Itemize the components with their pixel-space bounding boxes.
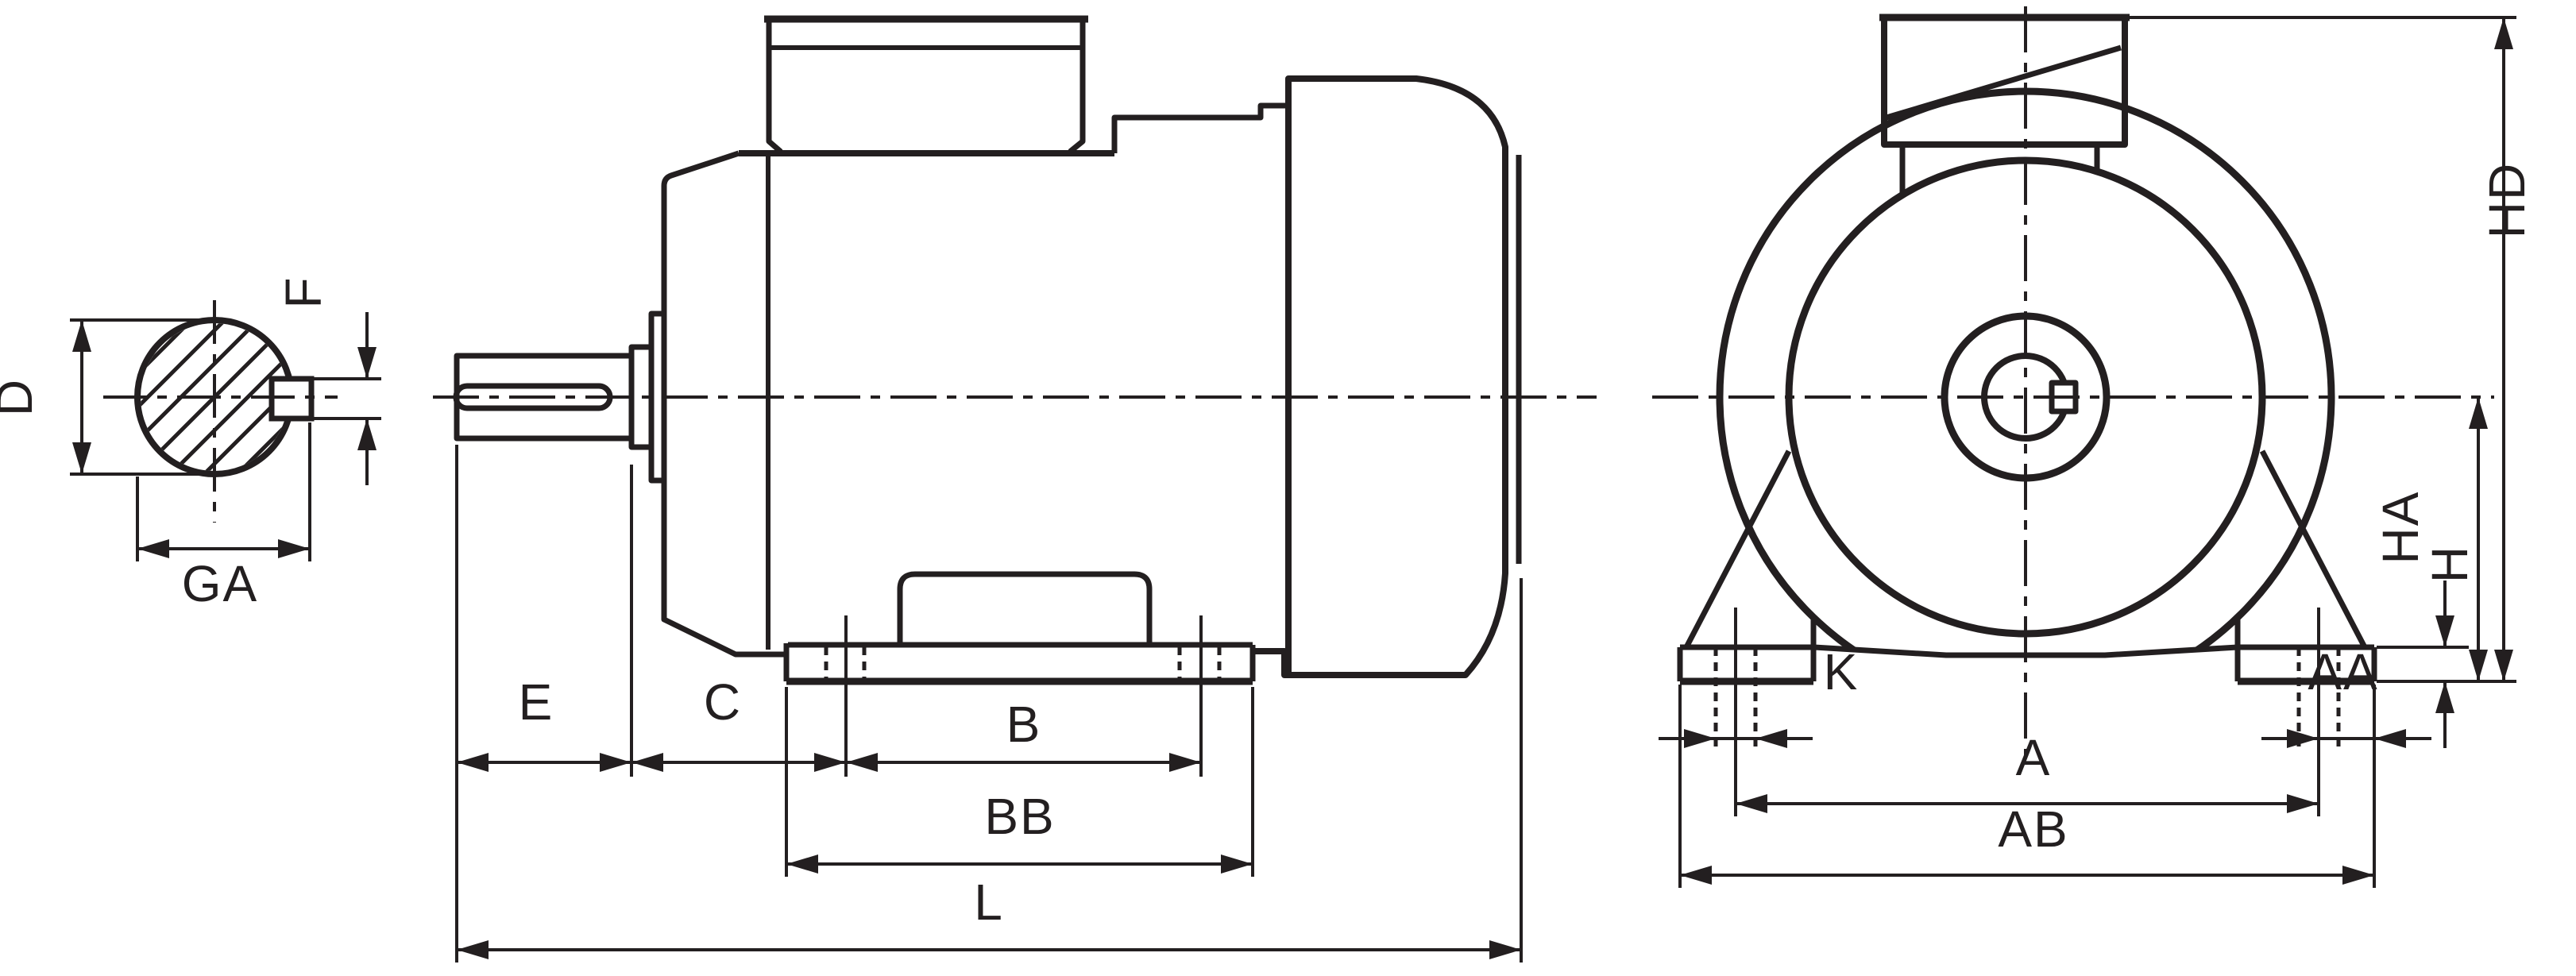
terminal-box-neck bbox=[1899, 145, 2100, 195]
dimension-labels: DFGAECBBBLKAAAABHAHHD bbox=[0, 162, 2535, 931]
dim-label-A: A bbox=[2016, 729, 2052, 786]
foot-hole-hidden-lines bbox=[824, 646, 1222, 681]
dim-label-GA: GA bbox=[182, 555, 258, 612]
motor-front-view bbox=[1652, 6, 2494, 758]
front-foot-hole-hidden-lines bbox=[1713, 647, 2341, 750]
terminal-box-diagonal bbox=[1885, 44, 2122, 121]
frame-rib-block bbox=[897, 571, 1153, 645]
dim-label-L: L bbox=[974, 874, 1004, 931]
mounting-feet bbox=[1677, 449, 2377, 681]
dimension-lines bbox=[72, 17, 2513, 959]
extension-lines bbox=[70, 16, 2516, 962]
dim-label-H: H bbox=[2421, 545, 2478, 583]
dim-label-HA: HA bbox=[2372, 491, 2429, 565]
dim-label-AB: AB bbox=[1998, 800, 2068, 858]
dim-label-D: D bbox=[0, 378, 43, 416]
foot-plate-edges bbox=[783, 643, 1256, 681]
dim-label-B: B bbox=[1006, 696, 1042, 753]
dim-label-K: K bbox=[1824, 643, 1860, 700]
dim-label-AA: AA bbox=[2308, 643, 2378, 700]
fan-cover bbox=[1253, 75, 1508, 678]
terminal-box-sides bbox=[766, 19, 1086, 154]
end-shield bbox=[661, 150, 788, 658]
crosshair-centerlines bbox=[103, 300, 338, 523]
dim-label-C: C bbox=[704, 673, 742, 731]
dim-label-E: E bbox=[519, 673, 554, 731]
dim-label-BB: BB bbox=[984, 788, 1055, 845]
shaft-keyway bbox=[453, 383, 613, 411]
motor-side-view bbox=[433, 15, 1597, 685]
fan-cover-flange bbox=[1111, 102, 1288, 153]
front-view-centerlines bbox=[1652, 6, 2494, 758]
dim-label-F: F bbox=[275, 276, 332, 308]
dim-label-HD: HD bbox=[2478, 162, 2535, 238]
